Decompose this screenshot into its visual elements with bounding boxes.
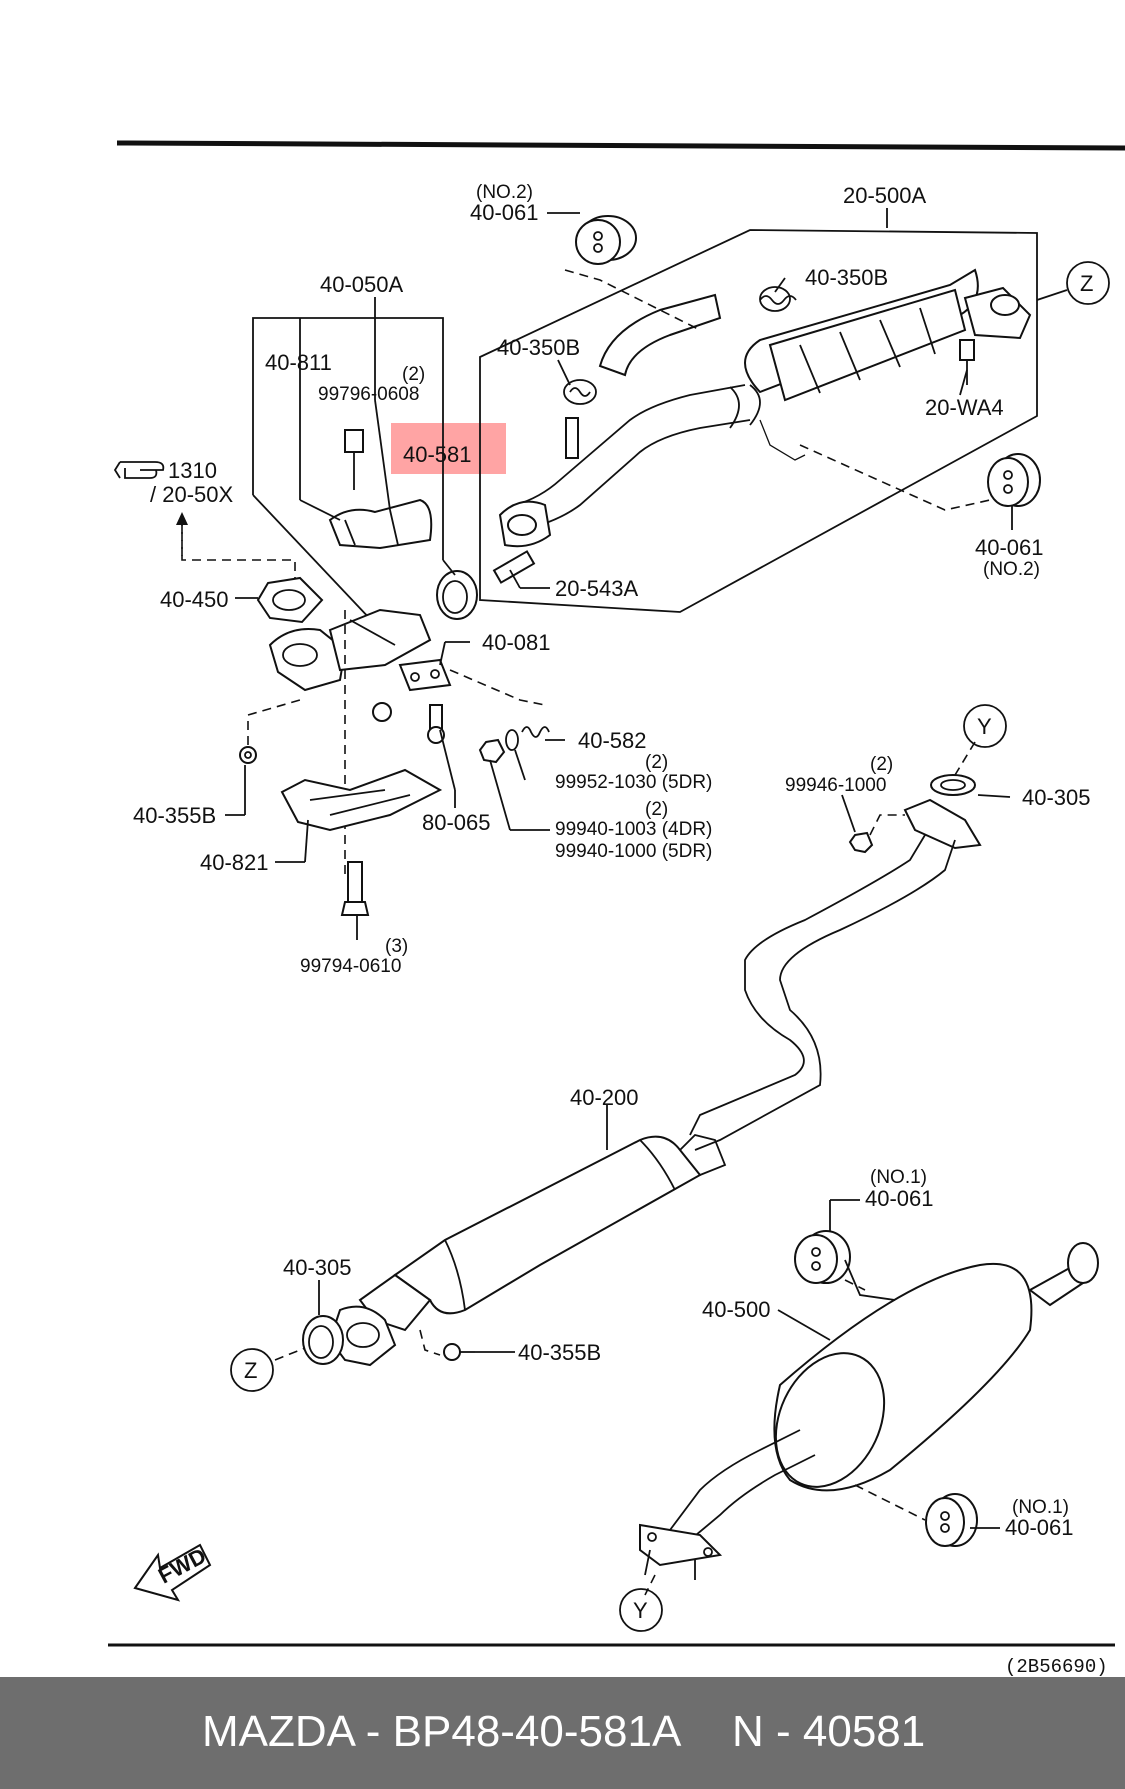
label-40-305-left[interactable]: 40-305 bbox=[283, 1255, 352, 1280]
label-40-061-no1-bottom[interactable]: 40-061 bbox=[1005, 1515, 1074, 1540]
label-99940-qty: (2) bbox=[645, 799, 668, 820]
callout-y-mid-circle bbox=[963, 704, 1007, 748]
label-40-355B-left[interactable]: 40-355B bbox=[133, 803, 216, 828]
gasket-40-450-drawing bbox=[256, 576, 324, 624]
flange-y-top-drawing bbox=[848, 774, 982, 854]
label-40-581[interactable]: 40-581 bbox=[403, 442, 472, 467]
exhaust-manifold-drawing bbox=[268, 608, 432, 692]
label-40-355B-bottom[interactable]: 40-355B bbox=[518, 1340, 601, 1365]
diagram-ref-code: (2B56690) bbox=[1005, 1656, 1108, 1677]
bolt-99794-0610 bbox=[340, 861, 370, 916]
label-99946-1000-qty: (2) bbox=[870, 754, 893, 775]
gasket-40-581-drawing bbox=[436, 570, 478, 620]
label-99940-1003[interactable]: 99940-1003 (4DR) bbox=[555, 819, 712, 840]
label-20-543A[interactable]: 20-543A bbox=[555, 576, 639, 601]
label-99794-0610-qty: (3) bbox=[385, 936, 408, 957]
bolt-80-065 bbox=[372, 702, 445, 744]
nut-40-355B-left bbox=[239, 746, 257, 764]
leader-lines bbox=[225, 208, 1013, 1529]
heat-insulator-group-box bbox=[252, 317, 444, 560]
label-40-061-no2-right-note: (NO.2) bbox=[983, 559, 1040, 580]
main-silencer-40-500-drawing bbox=[639, 1242, 1099, 1580]
callout-z-bottom-circle bbox=[230, 1348, 274, 1392]
arrow-up-icon bbox=[176, 512, 188, 525]
catalytic-converter-drawing bbox=[498, 268, 1032, 548]
label-80-065[interactable]: 80-065 bbox=[422, 810, 491, 835]
label-40-305-right[interactable]: 40-305 bbox=[1022, 785, 1091, 810]
label-40-350B-left[interactable]: 40-350B bbox=[497, 335, 580, 360]
nut-99940 bbox=[478, 738, 506, 764]
label-40-350B-top[interactable]: 40-350B bbox=[805, 265, 888, 290]
callout-y-mid: Y bbox=[977, 714, 992, 739]
label-99796-0608-qty: (2) bbox=[402, 364, 425, 385]
label-40-811[interactable]: 40-811 bbox=[265, 350, 332, 375]
hanger-rubber-no1-mid bbox=[794, 1230, 851, 1284]
label-40-061-no1-bottom-note: (NO.1) bbox=[1012, 1497, 1069, 1518]
label-40-061-no2-right[interactable]: 40-061 bbox=[975, 535, 1044, 560]
pointing-hand-icon bbox=[113, 461, 165, 479]
heat-shield-40-821-drawing bbox=[280, 768, 443, 832]
label-40-200[interactable]: 40-200 bbox=[570, 1085, 639, 1110]
label-99796-0608[interactable]: 99796-0608 bbox=[318, 384, 419, 405]
callout-y-bottom: Y bbox=[633, 1598, 648, 1623]
ref-page-number[interactable]: 1310 bbox=[168, 458, 217, 483]
label-40-450[interactable]: 40-450 bbox=[160, 587, 229, 612]
label-99952-1030-qty: (2) bbox=[645, 752, 668, 773]
caption-bar: MAZDA - BP48-40-581A N - 40581 bbox=[0, 1677, 1125, 1789]
label-40-061-no2-top[interactable]: 40-061 bbox=[470, 200, 539, 225]
label-40-061-no2-top-note: (NO.2) bbox=[476, 182, 533, 203]
part-labels: (NO.2) 40-061 20-500A 40-350B 40-350B 20… bbox=[133, 182, 1091, 1540]
callout-z-top: Z bbox=[1080, 271, 1093, 296]
bracket-40-081-drawing bbox=[398, 658, 452, 692]
label-40-821[interactable]: 40-821 bbox=[200, 850, 269, 875]
label-40-500[interactable]: 40-500 bbox=[702, 1297, 771, 1322]
stud-20-543A bbox=[492, 550, 536, 584]
label-20-500A[interactable]: 20-500A bbox=[843, 183, 927, 208]
label-40-061-no1-mid[interactable]: 40-061 bbox=[865, 1186, 934, 1211]
hanger-rubber-no2-top bbox=[575, 215, 637, 265]
label-40-061-no1-mid-note: (NO.1) bbox=[870, 1167, 927, 1188]
heat-insulator-drawing bbox=[328, 429, 433, 550]
label-99946-1000[interactable]: 99946-1000 bbox=[785, 775, 886, 796]
converter-group-box bbox=[479, 229, 1038, 613]
caption-part-number: MAZDA - BP48-40-581A bbox=[202, 1707, 682, 1756]
gasket-40-305-left-drawing bbox=[302, 1315, 344, 1365]
ref-page-sub[interactable]: / 20-50X bbox=[150, 482, 233, 507]
spring-40-350B-left bbox=[563, 379, 597, 459]
label-20-WA4[interactable]: 20-WA4 bbox=[925, 395, 1004, 420]
hanger-rubber-no2-right bbox=[987, 453, 1041, 507]
diagram-drawing: (NO.2) 40-061 20-500A 40-350B 40-350B 20… bbox=[108, 140, 1125, 1677]
top-rule bbox=[116, 140, 1125, 151]
spring-40-582 bbox=[521, 726, 550, 738]
center-pipe-40-200-drawing bbox=[328, 834, 956, 1367]
washer-99952-1030 bbox=[505, 729, 519, 751]
callout-z-bottom: Z bbox=[244, 1358, 257, 1383]
label-99940-1000[interactable]: 99940-1000 (5DR) bbox=[555, 841, 712, 862]
caption-code: N - 40581 bbox=[732, 1707, 926, 1756]
bolt-20-WA4 bbox=[959, 339, 975, 385]
highlighted-part-marker bbox=[391, 423, 506, 474]
callout-z-top-circle bbox=[1066, 261, 1110, 305]
label-99952-1030[interactable]: 99952-1030 (5DR) bbox=[555, 772, 712, 793]
label-40-582[interactable]: 40-582 bbox=[578, 728, 647, 753]
fwd-arrow-icon bbox=[133, 1543, 212, 1602]
nut-40-355B-bottom bbox=[443, 1343, 475, 1361]
spring-40-350B-top bbox=[759, 286, 797, 312]
label-99794-0610[interactable]: 99794-0610 bbox=[300, 956, 401, 977]
callout-y-bottom-circle bbox=[619, 1588, 663, 1632]
label-40-050A[interactable]: 40-050A bbox=[320, 272, 404, 297]
hanger-rubber-no1-bottom bbox=[925, 1493, 978, 1547]
label-40-081[interactable]: 40-081 bbox=[482, 630, 551, 655]
